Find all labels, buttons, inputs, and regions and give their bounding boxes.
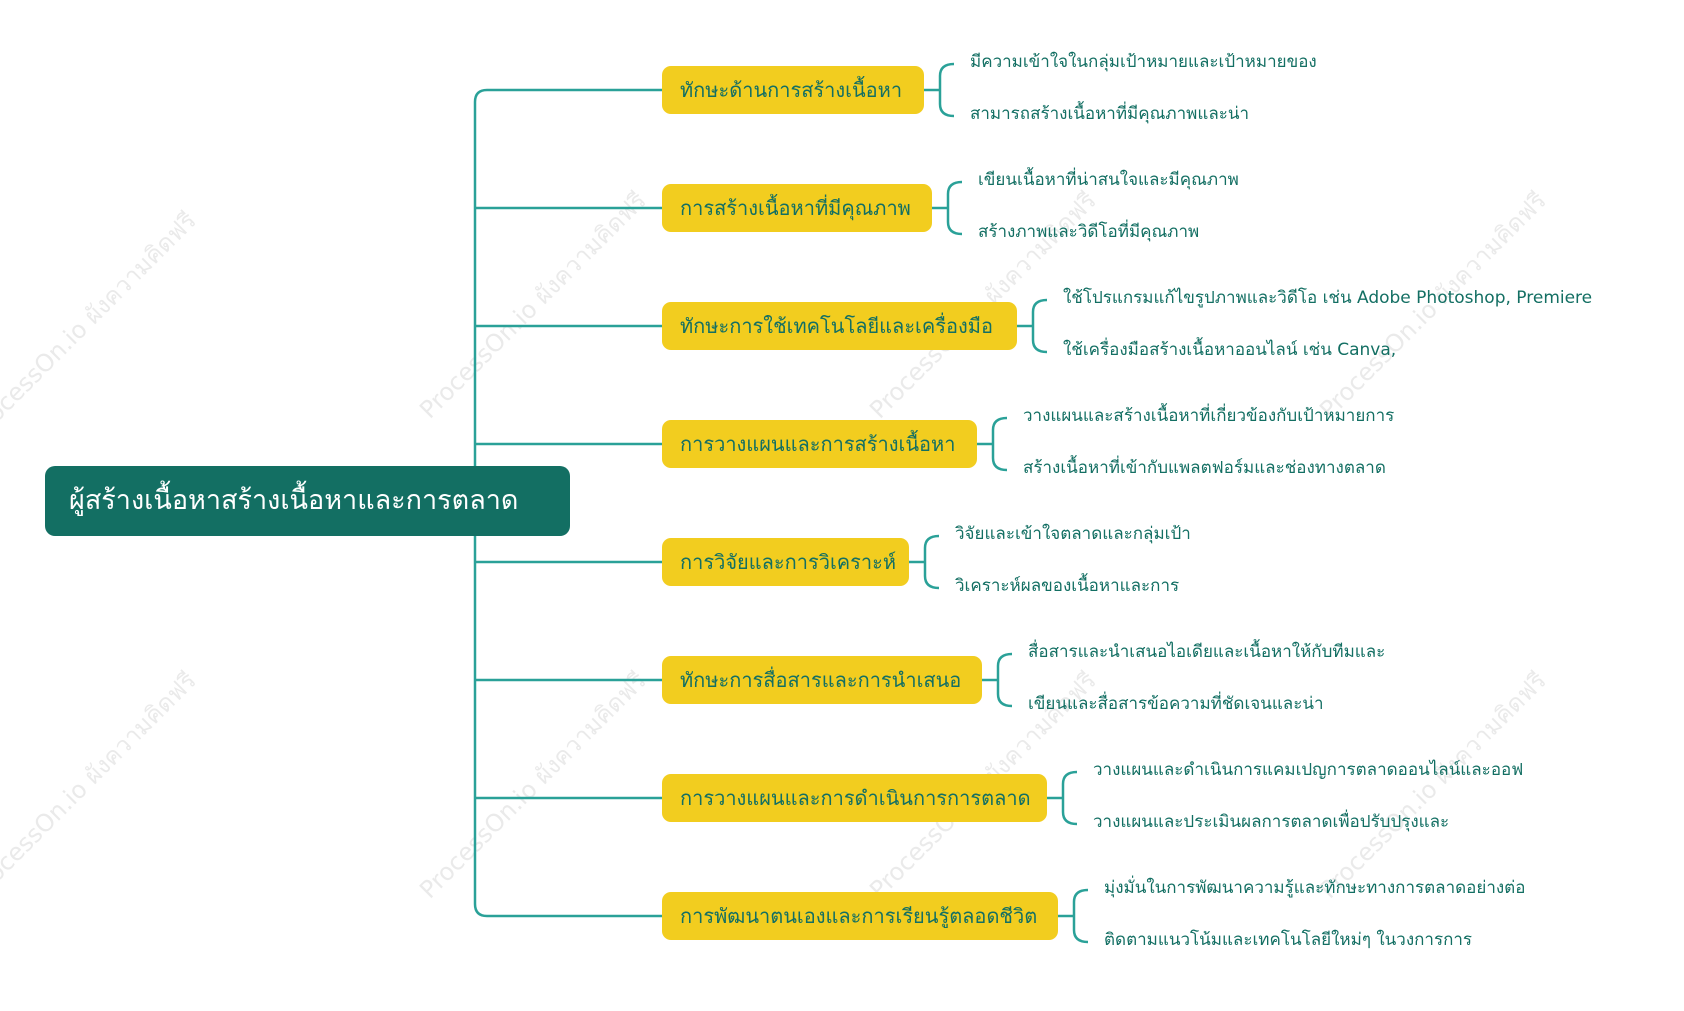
- branch-topic[interactable]: การวางแผนและการสร้างเนื้อหา: [662, 420, 977, 468]
- root-topic[interactable]: ผู้สร้างเนื้อหาสร้างเนื้อหาและการตลาด: [45, 466, 570, 536]
- branch-topic[interactable]: การวางแผนและการดำเนินการการตลาด: [662, 774, 1047, 822]
- leaf-topic[interactable]: วางแผนและสร้างเนื้อหาที่เกี่ยวข้องกับเป้…: [1023, 406, 1395, 426]
- leaf-topic[interactable]: วางแผนและประเมินผลการตลาดเพื่อปรับปรุงแล…: [1093, 812, 1450, 832]
- leaf-topic[interactable]: ใช้โปรแกรมแก้ไขรูปภาพและวิดีโอ เช่น Adob…: [1063, 288, 1593, 308]
- connector: [1061, 770, 1078, 826]
- leaf-topic[interactable]: มีความเข้าใจในกลุ่มเป้าหมายและเป้าหมายขอ…: [970, 52, 1317, 72]
- connector: [923, 534, 940, 590]
- connector: [1072, 888, 1089, 944]
- leaf-topic[interactable]: สื่อสารและนำเสนอไอเดียและเนื้อหาให้กับที…: [1028, 642, 1386, 662]
- leaf-topic[interactable]: วิจัยและเข้าใจตลาดและกลุ่มเป้า: [955, 524, 1191, 544]
- branch-topic[interactable]: ทักษะการสื่อสารและการนำเสนอ: [662, 656, 982, 704]
- leaf-topic[interactable]: ใช้เครื่องมือสร้างเนื้อหาออนไลน์ เช่น Ca…: [1063, 340, 1397, 360]
- leaf-topic[interactable]: เขียนเนื้อหาที่น่าสนใจและมีคุณภาพ: [978, 170, 1239, 190]
- branch-topic[interactable]: การพัฒนาตนเองและการเรียนรู้ตลอดชีวิต: [662, 892, 1058, 940]
- connector: [946, 180, 963, 236]
- branch-topic[interactable]: ทักษะการใช้เทคโนโลยีและเครื่องมือ: [662, 302, 1017, 350]
- leaf-topic[interactable]: สามารถสร้างเนื้อหาที่มีคุณภาพและน่า: [970, 104, 1250, 124]
- branch-topic[interactable]: การวิจัยและการวิเคราะห์: [662, 538, 909, 586]
- leaf-topic[interactable]: มุ่งมั่นในการพัฒนาความรู้และทักษะทางการต…: [1104, 878, 1526, 898]
- connector: [996, 652, 1013, 708]
- branch-topic[interactable]: ทักษะด้านการสร้างเนื้อหา: [662, 66, 924, 114]
- connector: [938, 62, 955, 118]
- branch-topic[interactable]: การสร้างเนื้อหาที่มีคุณภาพ: [662, 184, 932, 232]
- leaf-topic[interactable]: สร้างภาพและวิดีโอที่มีคุณภาพ: [978, 222, 1200, 242]
- leaf-topic[interactable]: วางแผนและดำเนินการแคมเปญการตลาดออนไลน์แล…: [1093, 760, 1524, 780]
- connector: [1031, 298, 1048, 354]
- leaf-topic[interactable]: สร้างเนื้อหาที่เข้ากับแพลตฟอร์มและช่องทา…: [1023, 458, 1386, 478]
- leaf-topic[interactable]: ติดตามแนวโน้มและเทคโนโลยีใหม่ๆ ในวงการกา…: [1104, 930, 1473, 950]
- leaf-topic[interactable]: วิเคราะห์ผลของเนื้อหาและการ: [955, 576, 1180, 596]
- leaf-topic[interactable]: เขียนและสื่อสารข้อความที่ชัดเจนและน่า: [1028, 694, 1324, 714]
- connector: [991, 416, 1008, 472]
